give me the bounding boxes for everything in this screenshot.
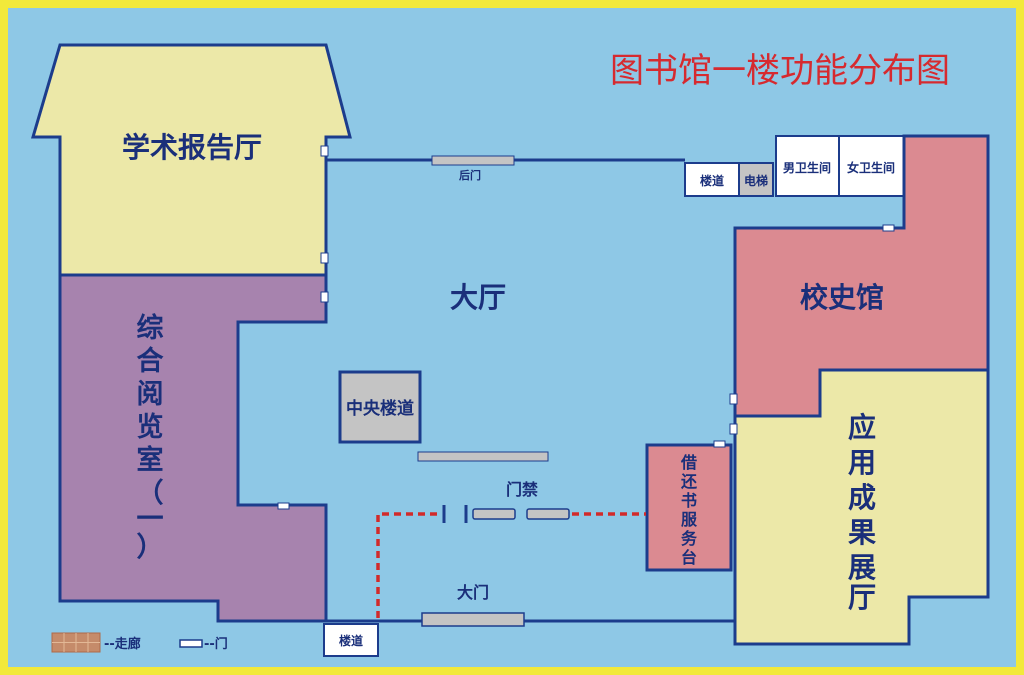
reading-room-char: ） — [137, 532, 164, 563]
door-marker — [320, 145, 329, 157]
plan-title: 图书馆一楼功能分布图 — [610, 51, 950, 91]
exhibition-hall-char: 展 — [848, 551, 876, 584]
service-desk-char: 书 — [681, 491, 697, 510]
stairs-top-room — [684, 162, 740, 197]
corridor-legend-swatch — [51, 632, 101, 653]
service-desk-label: 借 还 书 服 务 台 — [680, 453, 698, 567]
reading-room-char: 览 — [137, 411, 164, 443]
door-marker — [320, 291, 329, 303]
door-marker — [277, 502, 290, 510]
reading-room-label: 综 合 阅 览 室 （ 一 ） — [137, 312, 164, 563]
door-legend-label: --门 — [204, 636, 228, 652]
door-legend-swatch — [179, 639, 203, 648]
reading-room-char: 合 — [137, 345, 164, 377]
womens-restroom — [838, 135, 905, 197]
reading-room-char: 综 — [137, 312, 164, 344]
elevator-room — [738, 162, 774, 197]
central-stairs-room — [338, 370, 422, 444]
exhibition-hall-char: 果 — [848, 516, 876, 549]
reading-room-char: 阅 — [137, 379, 164, 410]
auditorium-label: 学术报告厅 — [122, 131, 262, 164]
womens-restroom-label: 女卫生间 — [847, 160, 895, 175]
gate-turnstile-2 — [526, 508, 570, 520]
reading-room — [58, 273, 328, 623]
door-marker — [713, 440, 726, 448]
access-gate-label: 门禁 — [506, 480, 538, 499]
legend: --走廊 --门 — [51, 632, 228, 653]
main-entrance-door — [421, 612, 525, 627]
exhibition-hall-char: 用 — [848, 446, 876, 479]
service-desk-char: 务 — [681, 529, 698, 548]
service-desk-room — [645, 443, 733, 572]
door-marker — [882, 224, 895, 232]
exhibition-hall-label: 应 用 成 果 展 厅 — [848, 411, 876, 614]
main-entrance-label: 大门 — [457, 583, 489, 602]
exhibition-hall-char: 应 — [848, 411, 876, 444]
exhibition-hall-room — [733, 368, 990, 646]
gate-turnstile-1 — [472, 508, 516, 520]
stairs-bottom-label: 楼道 — [339, 633, 363, 648]
history-museum-label: 校史馆 — [800, 281, 884, 314]
door-marker — [320, 252, 329, 264]
exhibition-hall-char: 厅 — [848, 581, 876, 614]
stairs-top-label: 楼道 — [700, 173, 724, 188]
reading-room-char: （ — [137, 478, 164, 509]
service-desk-char: 台 — [681, 548, 697, 567]
mens-restroom-label: 男卫生间 — [783, 160, 831, 175]
back-door-label: 后门 — [459, 168, 481, 182]
back-door — [431, 155, 515, 166]
service-desk-char: 借 — [680, 453, 697, 472]
hall-barrier — [417, 451, 549, 462]
service-desk-char: 服 — [681, 510, 698, 529]
hall-label: 大厅 — [450, 281, 506, 314]
central-stairs-label: 中央楼道 — [346, 398, 414, 419]
corridor-legend-label: --走廊 — [104, 636, 141, 652]
service-desk-char: 还 — [680, 472, 698, 491]
exhibition-hall-char: 成 — [848, 481, 876, 514]
door-marker — [729, 393, 738, 405]
elevator-label: 电梯 — [744, 173, 768, 188]
door-marker — [729, 423, 738, 435]
reading-room-char: 一 — [137, 504, 164, 535]
reading-room-char: 室 — [137, 444, 164, 476]
corridor-left — [376, 512, 442, 618]
stairs-bottom-room — [323, 623, 379, 657]
